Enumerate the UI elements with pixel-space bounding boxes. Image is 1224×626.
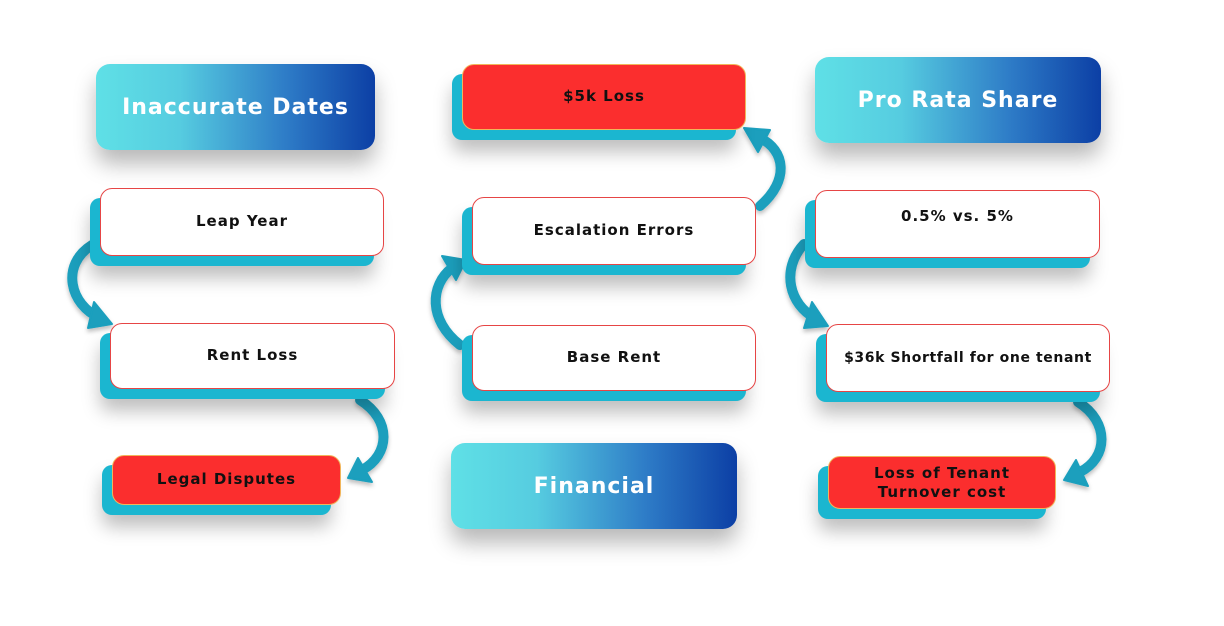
node-rent-loss: Rent Loss	[100, 323, 395, 399]
node-pct-compare-box: 0.5% vs. 5%	[815, 190, 1100, 258]
header-inaccurate-dates: Inaccurate Dates	[96, 64, 375, 150]
header-pro-rata-share-label: Pro Rata Share	[857, 87, 1059, 113]
node-rent-loss-label: Rent Loss	[206, 346, 299, 365]
node-legal-disputes-box: Legal Disputes	[112, 455, 341, 505]
node-legal-disputes-label: Legal Disputes	[156, 470, 297, 489]
node-base-rent: Base Rent	[462, 325, 756, 401]
arrow-base-rent-to-escalation-errors	[430, 255, 467, 350]
node-shortfall-box: $36k Shortfall for one tenant	[826, 324, 1110, 392]
node-escalation-errors: Escalation Errors	[462, 197, 756, 275]
node-pct-compare-label: 0.5% vs. 5%	[901, 207, 1014, 225]
arrow-pct-compare-to-shortfall-head	[803, 301, 829, 329]
header-inaccurate-dates-label: Inaccurate Dates	[122, 94, 349, 120]
arrow-leap-year-to-rent-loss-head	[87, 301, 113, 329]
node-leap-year: Leap Year	[90, 188, 384, 266]
node-loss-of-tenant-box: Loss of Tenant Turnover cost	[828, 456, 1056, 509]
node-leap-year-label: Leap Year	[196, 212, 288, 231]
arrow-rent-loss-to-legal-disputes-shaft	[355, 395, 389, 475]
header-pro-rata-share: Pro Rata Share	[815, 57, 1101, 143]
node-legal-disputes: Legal Disputes	[102, 455, 341, 515]
node-leap-year-box: Leap Year	[100, 188, 384, 256]
node-loss-of-tenant-line2: Turnover cost	[877, 482, 1007, 501]
node-escalation-errors-label: Escalation Errors	[533, 221, 695, 240]
arrow-rent-loss-to-legal-disputes	[347, 395, 389, 483]
node-pct-compare: 0.5% vs. 5%	[805, 190, 1100, 268]
arrow-rent-loss-to-legal-disputes-head	[347, 457, 373, 483]
node-loss-of-tenant: Loss of Tenant Turnover cost	[818, 456, 1056, 519]
arrow-escalation-errors-to-five-k-loss	[743, 127, 786, 211]
arrow-escalation-errors-to-five-k-loss-shaft	[755, 133, 786, 211]
node-escalation-errors-box: Escalation Errors	[472, 197, 756, 265]
header-financial-label: Financial	[533, 473, 655, 499]
node-loss-of-tenant-line1: Loss of Tenant	[873, 463, 1011, 482]
arrow-shortfall-to-loss-of-tenant-shaft	[1073, 397, 1107, 477]
arrow-escalation-errors-to-five-k-loss-head	[743, 127, 771, 153]
node-shortfall: $36k Shortfall for one tenant	[816, 324, 1110, 402]
node-base-rent-box: Base Rent	[472, 325, 756, 391]
node-shortfall-label: $36k Shortfall for one tenant	[844, 349, 1092, 366]
arrow-shortfall-to-loss-of-tenant-head	[1063, 459, 1089, 487]
arrow-shortfall-to-loss-of-tenant	[1063, 397, 1107, 487]
node-rent-loss-box: Rent Loss	[110, 323, 395, 389]
header-financial: Financial	[451, 443, 737, 529]
node-five-k-loss: $5k Loss	[452, 64, 746, 140]
node-base-rent-label: Base Rent	[566, 348, 662, 367]
arrow-base-rent-to-escalation-errors-shaft	[430, 263, 465, 350]
node-five-k-loss-box: $5k Loss	[462, 64, 746, 130]
node-five-k-loss-label: $5k Loss	[563, 87, 645, 106]
